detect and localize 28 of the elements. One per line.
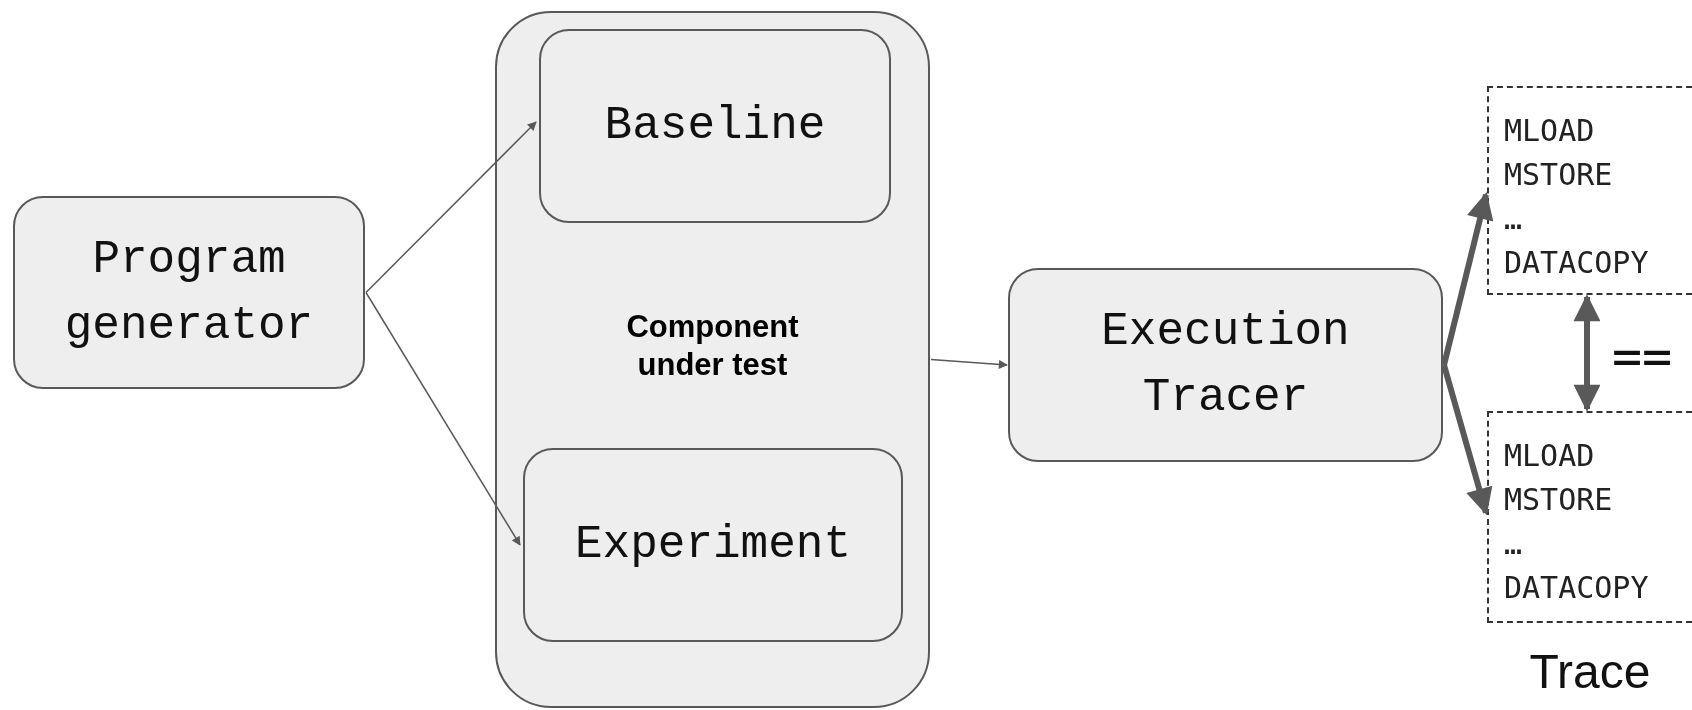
opcode-text: MLOAD <box>1504 437 1596 475</box>
arrow <box>365 291 521 546</box>
box-label: Program generator <box>63 232 315 354</box>
equals-sign: == <box>1612 332 1674 382</box>
group-title: Component under test <box>625 308 800 384</box>
arrow <box>930 358 1008 369</box>
process-box <box>523 448 903 642</box>
process-box <box>1008 268 1443 462</box>
opcode-text: DATACOPY <box>1504 569 1650 607</box>
opcode-text: … <box>1504 525 1524 563</box>
box-label: Experiment <box>573 518 852 573</box>
trace-box <box>1487 86 1692 295</box>
opcode-text: MLOAD <box>1504 112 1596 150</box>
opcode-text: … <box>1504 200 1524 238</box>
process-box <box>539 29 891 223</box>
arrow <box>1441 192 1494 366</box>
opcode-text: MSTORE <box>1504 481 1614 519</box>
box-label: Baseline <box>603 99 827 154</box>
opcode-text: MSTORE <box>1504 156 1614 194</box>
group-container <box>495 11 930 708</box>
arrow <box>1441 364 1493 516</box>
arrow <box>365 121 537 294</box>
trace-box <box>1487 411 1692 623</box>
caption-label: Trace <box>1528 648 1652 696</box>
opcode-text: DATACOPY <box>1504 244 1650 282</box>
arrow <box>1573 294 1601 412</box>
box-label: Execution Tracer <box>1100 305 1351 426</box>
process-box <box>13 196 365 389</box>
